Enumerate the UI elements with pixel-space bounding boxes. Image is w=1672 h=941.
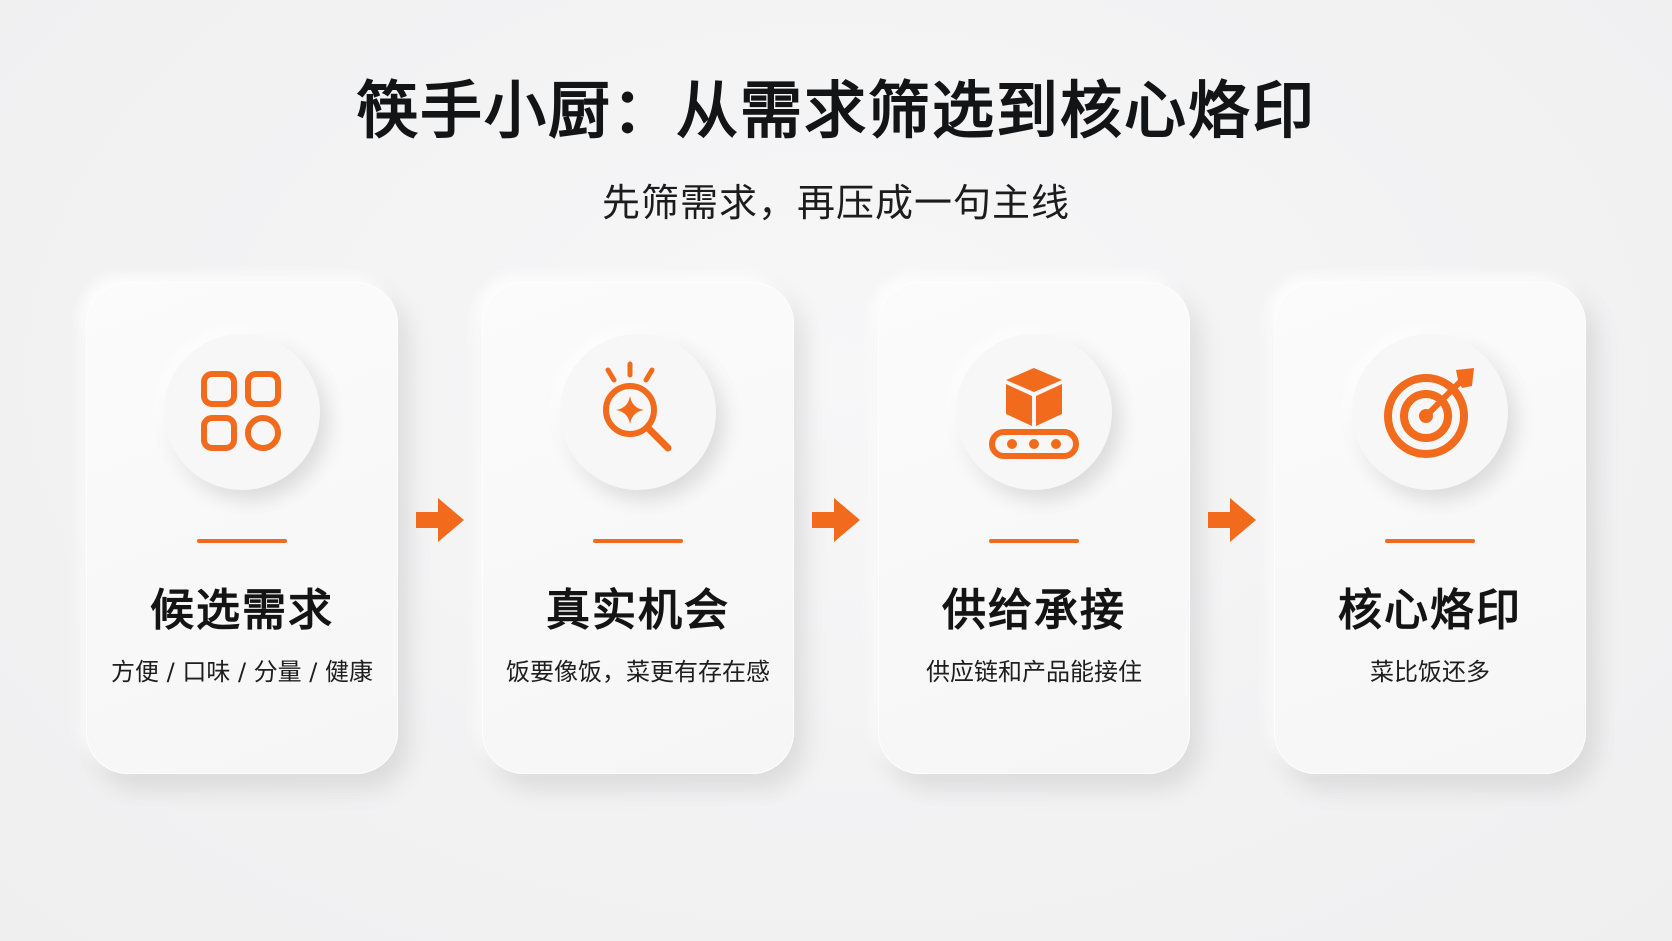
accent-divider <box>989 539 1079 543</box>
step-title: 候选需求 <box>150 585 334 636</box>
icon-badge <box>1352 334 1508 490</box>
page-subtitle: 先筛需求，再压成一句主线 <box>601 181 1070 225</box>
grid-icon <box>201 371 281 451</box>
step-card-supply: 供给承接 供应链和产品能接住 <box>878 282 1190 774</box>
step-description: 饭要像饭，菜更有存在感 <box>506 658 770 686</box>
step-card-real-opportunity: 真实机会 饭要像饭，菜更有存在感 <box>482 282 794 774</box>
accent-divider <box>593 539 683 543</box>
icon-badge <box>560 334 716 490</box>
magnifier-sparkle-icon <box>603 361 672 452</box>
step-title: 核心烙印 <box>1338 585 1522 636</box>
accent-divider <box>197 539 287 543</box>
step-card-candidate-needs: 候选需求 方便 / 口味 / 分量 / 健康 <box>86 282 398 774</box>
icon-badge <box>956 334 1112 490</box>
step-card-core-imprint: 核心烙印 菜比饭还多 <box>1274 282 1586 774</box>
arrow-right-icon <box>1208 498 1256 542</box>
target-icon <box>1384 368 1474 458</box>
step-description: 方便 / 口味 / 分量 / 健康 <box>110 658 374 686</box>
arrow-right-icon <box>416 498 464 542</box>
accent-divider <box>1385 539 1475 543</box>
icon-badge <box>164 334 320 490</box>
step-description: 供应链和产品能接住 <box>926 658 1142 686</box>
arrow-right-icon <box>812 498 860 542</box>
page-title: 筷手小厨：从需求筛选到核心烙印 <box>355 74 1316 147</box>
box-conveyor-icon <box>989 368 1079 459</box>
step-title: 真实机会 <box>546 585 730 636</box>
step-title: 供给承接 <box>942 585 1126 636</box>
step-description: 菜比饭还多 <box>1370 658 1490 686</box>
